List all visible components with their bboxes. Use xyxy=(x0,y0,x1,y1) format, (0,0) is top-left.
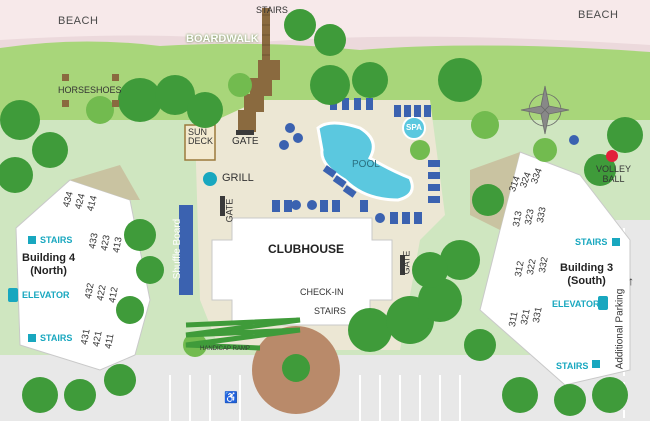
volleyball-icon xyxy=(606,150,618,162)
building-4-stairs-bottom: STAIRS xyxy=(40,333,73,343)
grill-icon xyxy=(203,172,217,186)
stairs-icon-b4-top xyxy=(28,236,36,244)
horseshoe-pits xyxy=(62,74,119,107)
sun-deck-label: SUN DECK xyxy=(188,127,214,147)
unit-333: 333 xyxy=(535,206,549,224)
pool xyxy=(316,121,414,202)
building-4-stairs-top: STAIRS xyxy=(40,235,73,245)
unit-311: 311 xyxy=(507,310,521,328)
stairs-icon-b3-bottom xyxy=(592,360,600,368)
grill-label: GRILL xyxy=(222,172,254,184)
volley-ball-label: VOLLEY BALL xyxy=(596,164,632,185)
unit-332: 332 xyxy=(537,256,551,274)
gate-marker-middle xyxy=(220,196,225,216)
building-3-elevator: ELEVATOR xyxy=(552,299,600,309)
shuffle-board-label: Shuffle Board xyxy=(172,218,184,280)
check-in-label: CHECK-IN xyxy=(300,287,344,297)
gate-label-top: GATE xyxy=(232,136,259,147)
building-3-shape xyxy=(479,151,631,386)
beach-label-right: BEACH xyxy=(578,9,619,21)
unit-431: 431 xyxy=(79,328,93,346)
building-4-elevator: ELEVATOR xyxy=(22,290,70,300)
unit-312: 312 xyxy=(513,260,527,278)
unit-433: 433 xyxy=(87,232,101,250)
unit-413: 413 xyxy=(111,236,125,254)
unit-331: 331 xyxy=(531,306,545,324)
wheelchair-icon: ♿ xyxy=(224,392,238,404)
additional-parking-label: Additional Parking xyxy=(614,288,626,370)
unit-432: 432 xyxy=(83,282,97,300)
clubhouse-label: CLUBHOUSE xyxy=(268,242,345,256)
boardwalk xyxy=(238,8,280,132)
spa-label: SPA xyxy=(406,123,422,132)
unit-313: 313 xyxy=(511,210,525,228)
unit-322: 322 xyxy=(525,258,539,276)
pool-loungers xyxy=(272,98,440,224)
stairs-icon-b4-bottom xyxy=(28,334,36,342)
gate-label-middle: GATE xyxy=(224,198,235,223)
handicap-ramp-label: HANDICAP RAMP xyxy=(200,346,250,352)
building-3-name: Building 3 (South) xyxy=(560,262,614,288)
gate-label-right: GATE xyxy=(401,250,412,275)
stairs-label-center: STAIRS xyxy=(314,306,346,316)
boardwalk-label: BOARDWALK xyxy=(186,33,259,45)
gate-marker-right xyxy=(400,255,405,275)
stairs-label-top: STAIRS xyxy=(256,5,288,15)
beach-label-left: BEACH xyxy=(58,15,99,27)
building-3-stairs-top: STAIRS xyxy=(575,237,608,247)
elevator-icon-b4 xyxy=(8,288,18,302)
horseshoes-label: HORSESHOES xyxy=(58,85,122,95)
handicap-ramp-path xyxy=(185,317,301,351)
gate-marker-top xyxy=(236,130,254,135)
unit-423: 423 xyxy=(99,234,113,252)
pool-label: POOL xyxy=(352,159,380,170)
compass-rose xyxy=(520,85,570,135)
unit-321: 321 xyxy=(519,308,533,326)
unit-421: 421 xyxy=(91,330,105,348)
building-3-stairs-bottom: STAIRS xyxy=(556,361,589,371)
building-4-name: Building 4 (North) xyxy=(22,252,76,278)
elevator-icon-b3 xyxy=(598,296,608,310)
unit-411: 411 xyxy=(103,332,117,350)
arrow-up-icon: ↑ xyxy=(628,274,634,288)
shuffle-board-court xyxy=(179,205,193,295)
unit-323: 323 xyxy=(523,208,537,226)
unit-422: 422 xyxy=(95,284,109,302)
tree-clusters xyxy=(0,9,643,416)
stairs-icon-b3-top xyxy=(612,238,620,246)
unit-412: 412 xyxy=(107,286,121,304)
